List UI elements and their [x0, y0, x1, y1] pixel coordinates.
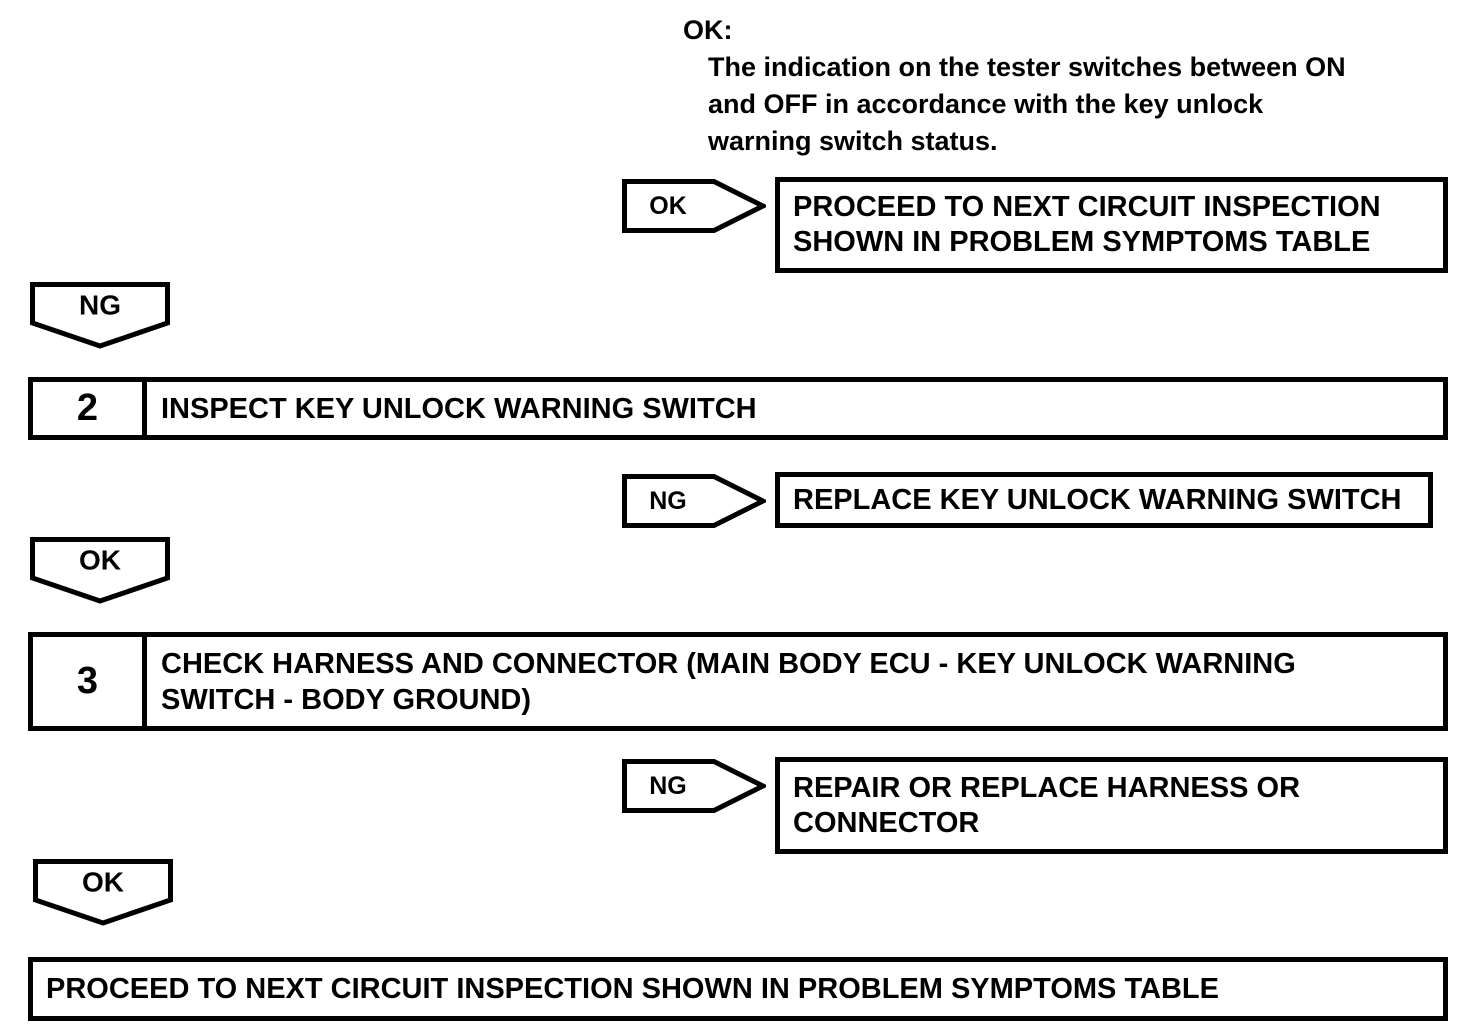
ng-arrow-connector: NG	[622, 474, 766, 528]
ok-down-connector: OK	[30, 537, 170, 604]
ok-arrow-label: OK	[649, 192, 687, 220]
ok-criteria-text-line: The indication on the tester switches be…	[708, 52, 1346, 82]
result-text-line: CONNECTOR	[793, 806, 980, 839]
result-box-replace-switch: REPLACE KEY UNLOCK WARNING SWITCH	[775, 472, 1433, 528]
ok-criteria-note: OK: The indication on the tester switche…	[683, 12, 1346, 160]
step-3-box: 3 CHECK HARNESS AND CONNECTOR (MAIN BODY…	[28, 632, 1448, 731]
down-pentagon-icon: OK	[30, 537, 170, 604]
ng-arrow-connector: NG	[622, 759, 766, 813]
ok-pentagon-label: OK	[82, 867, 124, 898]
result-box-proceed-bottom: PROCEED TO NEXT CIRCUIT INSPECTION SHOWN…	[28, 957, 1448, 1021]
step-number: 2	[33, 382, 147, 435]
right-arrow-icon: NG	[622, 474, 766, 528]
step-2-box: 2 INSPECT KEY UNLOCK WARNING SWITCH	[28, 377, 1448, 440]
step-number: 3	[33, 637, 147, 726]
result-text-line: PROCEED TO NEXT CIRCUIT INSPECTION SHOWN…	[46, 972, 1219, 1005]
ok-pentagon-label: OK	[79, 545, 121, 576]
ng-arrow-label: NG	[649, 772, 687, 800]
ng-pentagon-label: NG	[79, 290, 121, 321]
result-text-line: REPAIR OR REPLACE HARNESS OR	[793, 771, 1301, 804]
result-text-line: SHOWN IN PROBLEM SYMPTOMS TABLE	[793, 226, 1371, 258]
ok-down-connector: OK	[33, 859, 173, 926]
ok-criteria-label: OK:	[683, 15, 733, 45]
ng-down-connector: NG	[30, 282, 170, 349]
step-title-line: CHECK HARNESS AND CONNECTOR (MAIN BODY E…	[161, 647, 1296, 680]
result-box-proceed-top: PROCEED TO NEXT CIRCUIT INSPECTION SHOWN…	[775, 177, 1448, 273]
ng-arrow-label: NG	[649, 487, 687, 515]
result-text-line: REPLACE KEY UNLOCK WARNING SWITCH	[793, 483, 1402, 516]
right-arrow-icon: NG	[622, 759, 766, 813]
down-pentagon-icon: OK	[33, 859, 173, 926]
ok-criteria-text-line: warning switch status.	[708, 126, 998, 156]
ok-arrow-connector: OK	[622, 179, 766, 233]
down-pentagon-icon: NG	[30, 282, 170, 349]
result-text-line: PROCEED TO NEXT CIRCUIT INSPECTION	[793, 191, 1381, 223]
ok-criteria-text-line: and OFF in accordance with the key unloc…	[708, 89, 1264, 119]
result-box-repair-harness: REPAIR OR REPLACE HARNESS OR CONNECTOR	[775, 757, 1448, 854]
step-title-line: INSPECT KEY UNLOCK WARNING SWITCH	[161, 392, 757, 425]
right-arrow-icon: OK	[622, 179, 766, 233]
step-title-line: SWITCH - BODY GROUND)	[161, 683, 532, 716]
